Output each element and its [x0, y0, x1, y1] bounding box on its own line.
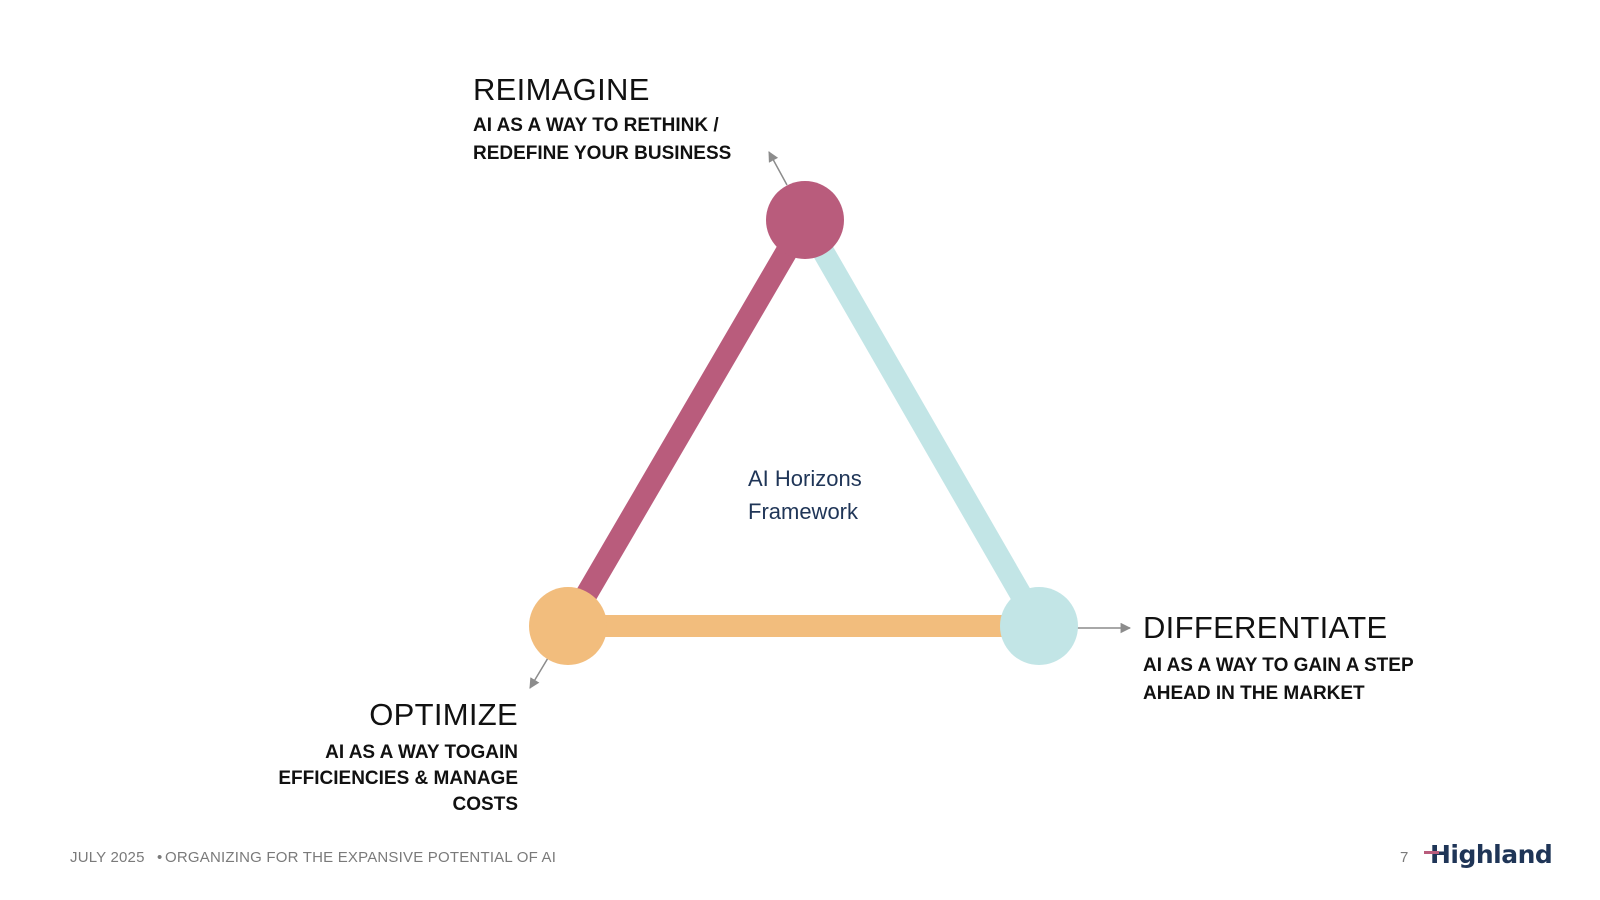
page-number: 7: [1400, 849, 1409, 866]
logo-text: Highland: [1424, 839, 1553, 869]
arrow-optimize: [529, 657, 549, 689]
center-label: AI Horizons Framework: [748, 462, 908, 528]
footer-bullet: •: [157, 849, 163, 866]
footer-date: JULY 2025: [70, 849, 145, 866]
reimagine-title: REIMAGINE: [473, 72, 650, 107]
reimagine-description: AI AS A WAY TO RETHINK / REDEFINE YOUR B…: [473, 115, 732, 164]
differentiate-title: DIFFERENTIATE: [1143, 610, 1388, 645]
logo-wordmark: Highland: [1430, 839, 1553, 869]
center-label-line-1: AI Horizons: [748, 466, 862, 491]
center-label-line-2: Framework: [748, 499, 859, 524]
optimize-title: OPTIMIZE: [369, 697, 518, 732]
highland-logo: Highland: [1424, 837, 1553, 871]
node-differentiate-circle: [1000, 587, 1078, 665]
edge-reimagine-optimize: [558, 214, 815, 632]
optimize-description: AI AS A WAY TOGAIN EFFICIENCIES & MANAGE…: [278, 742, 518, 815]
node-reimagine-circle: [766, 181, 844, 259]
differentiate-description: AI AS A WAY TO GAIN A STEP AHEAD IN THE …: [1143, 655, 1414, 704]
edge-reimagine-differentiate: [795, 214, 1049, 632]
arrow-reimagine: [768, 151, 788, 186]
footer-title: ORGANIZING FOR THE EXPANSIVE POTENTIAL O…: [165, 849, 557, 866]
node-optimize-circle: [529, 587, 607, 665]
logo-accent-mark: [1424, 850, 1439, 854]
